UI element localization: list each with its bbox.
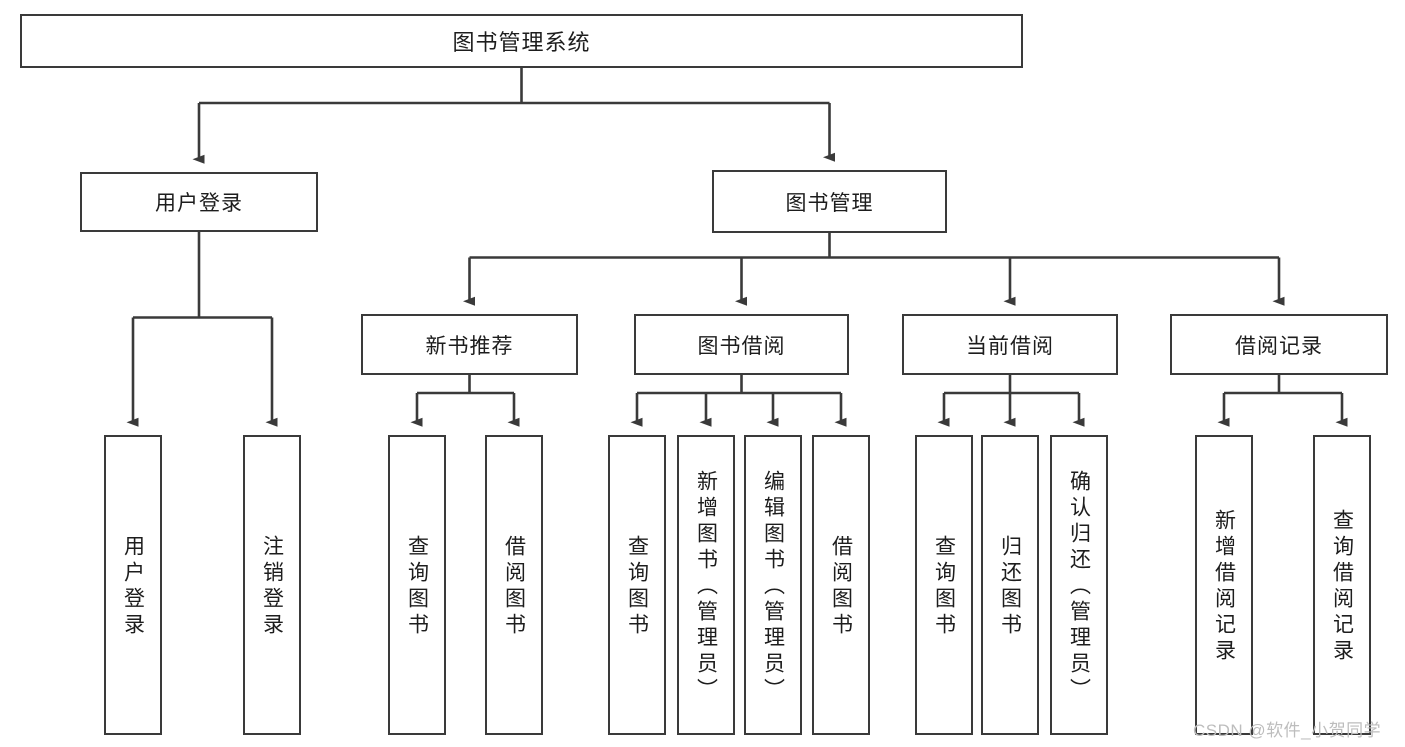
- node-label: 新书推荐: [425, 334, 514, 358]
- node-label: 注销登录: [260, 535, 284, 639]
- node-leaf-borrow2[interactable]: 借阅图书: [812, 435, 870, 735]
- node-label: 查询借阅记录: [1330, 509, 1354, 665]
- node-label: 查询图书: [932, 535, 956, 639]
- node-label: 新增借阅记录: [1212, 509, 1236, 665]
- node-label: 借阅记录: [1235, 334, 1323, 358]
- node-borrow[interactable]: 图书借阅: [634, 314, 849, 375]
- node-leaf-return[interactable]: 归还图书: [981, 435, 1039, 735]
- node-label: 查询图书: [625, 535, 649, 639]
- node-label: 用户登录: [155, 192, 243, 215]
- node-leaf-borrow1[interactable]: 借阅图书: [485, 435, 543, 735]
- node-leaf-query3[interactable]: 查询图书: [915, 435, 973, 735]
- node-label: 借阅图书: [829, 535, 853, 639]
- node-label: 查询图书: [405, 535, 429, 639]
- csdn-watermark: CSDN @软件_小贺同学: [1193, 721, 1382, 740]
- node-current[interactable]: 当前借阅: [902, 314, 1118, 375]
- node-leaf-query2[interactable]: 查询图书: [608, 435, 666, 735]
- node-records[interactable]: 借阅记录: [1170, 314, 1388, 375]
- node-leaf-confirm[interactable]: 确认归还（管理员）: [1050, 435, 1108, 735]
- node-label: 当前借阅: [966, 334, 1054, 358]
- node-label: 借阅图书: [502, 535, 526, 639]
- node-leaf-addrecord[interactable]: 新增借阅记录: [1195, 435, 1253, 735]
- node-label: 归还图书: [998, 535, 1022, 639]
- node-leaf-user-login[interactable]: 用户登录: [104, 435, 162, 735]
- node-label: 用户登录: [121, 535, 145, 639]
- node-login[interactable]: 用户登录: [80, 172, 318, 232]
- node-label: 图书管理: [785, 191, 874, 215]
- node-leaf-logout[interactable]: 注销登录: [243, 435, 301, 735]
- node-label: 图书借阅: [697, 334, 786, 358]
- node-label: 新增图书（管理员）: [694, 470, 718, 704]
- node-root[interactable]: 图书管理系统: [20, 14, 1023, 68]
- node-leaf-editbook[interactable]: 编辑图书（管理员）: [744, 435, 802, 735]
- node-label: 确认归还（管理员）: [1067, 470, 1091, 704]
- node-newbook[interactable]: 新书推荐: [361, 314, 578, 375]
- node-leaf-query1[interactable]: 查询图书: [388, 435, 446, 735]
- node-label: 编辑图书（管理员）: [761, 470, 785, 704]
- node-label: 图书管理系统: [452, 30, 591, 55]
- node-leaf-addbook[interactable]: 新增图书（管理员）: [677, 435, 735, 735]
- node-leaf-queryrecord[interactable]: 查询借阅记录: [1313, 435, 1371, 735]
- node-bookmgmt[interactable]: 图书管理: [712, 170, 947, 233]
